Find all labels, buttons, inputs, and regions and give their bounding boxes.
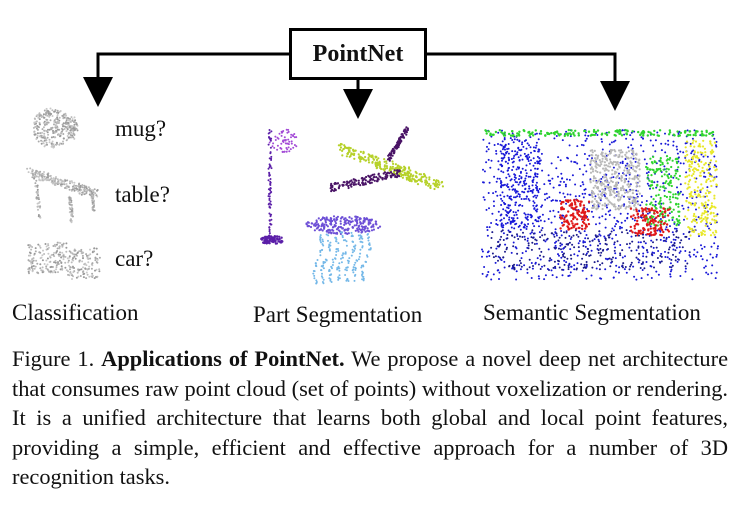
figure-diagram	[26, 52, 719, 285]
car-point-cloud	[27, 241, 101, 280]
figure-caption: Figure 1. Applications of PointNet. We p…	[12, 344, 728, 492]
caption-prefix: Figure 1.	[12, 346, 102, 371]
question-mug: mug?	[115, 116, 167, 141]
room-scene-point-cloud	[481, 128, 719, 281]
arrow-to-semantic-segmentation	[427, 52, 630, 111]
lamp-point-cloud	[260, 128, 298, 245]
label-classification: Classification	[12, 300, 139, 325]
question-table: table?	[115, 182, 170, 207]
mug-point-cloud	[32, 107, 79, 149]
arrow-to-classification	[83, 52, 289, 107]
pointnet-box: PointNet	[289, 28, 427, 80]
caption-title: Applications of PointNet.	[101, 346, 345, 371]
label-part-segmentation: Part Segmentation	[253, 302, 423, 327]
connector-arrows	[83, 52, 630, 119]
caption-body: We propose a novel deep net architecture…	[12, 346, 729, 489]
label-semantic-segmentation: Semantic Segmentation	[483, 300, 701, 325]
table-point-cloud	[26, 167, 99, 224]
round-table-point-cloud	[305, 215, 382, 285]
pointnet-title: PointNet	[312, 40, 404, 67]
airplane-point-cloud	[329, 126, 444, 193]
question-car: car?	[115, 246, 154, 271]
figure-panel: PointNet mug? table? car? Classification…	[12, 28, 719, 327]
